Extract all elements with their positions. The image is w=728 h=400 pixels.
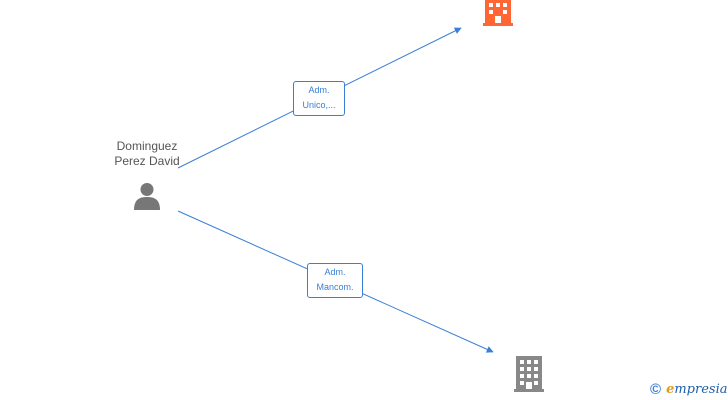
relation-label-bottom-line1: Adm. <box>324 267 346 277</box>
relation-label-bottom[interactable]: Adm. Mancom. <box>307 263 363 298</box>
person-name-line2: Perez David <box>114 154 180 168</box>
relation-label-bottom-line2: Mancom. <box>316 282 354 292</box>
relation-label-top[interactable]: Adm. Unico,... <box>293 81 345 116</box>
person-name-line1: Dominguez <box>116 139 178 153</box>
person-icon[interactable] <box>132 181 162 211</box>
copyright-icon: © <box>650 380 662 398</box>
person-node-label[interactable]: Dominguez Perez David <box>95 139 199 169</box>
relation-label-top-line2: Unico,... <box>302 100 336 110</box>
empresia-logo: empresia <box>666 382 727 397</box>
building-icon-top-company[interactable] <box>481 0 515 26</box>
empresia-logo-rest: mpresia <box>674 381 728 397</box>
empresia-watermark: © empresia <box>650 379 727 399</box>
relation-label-top-line1: Adm. <box>308 85 330 95</box>
building-icon-bottom-company[interactable] <box>512 356 546 392</box>
empresia-logo-initial: e <box>666 381 675 397</box>
